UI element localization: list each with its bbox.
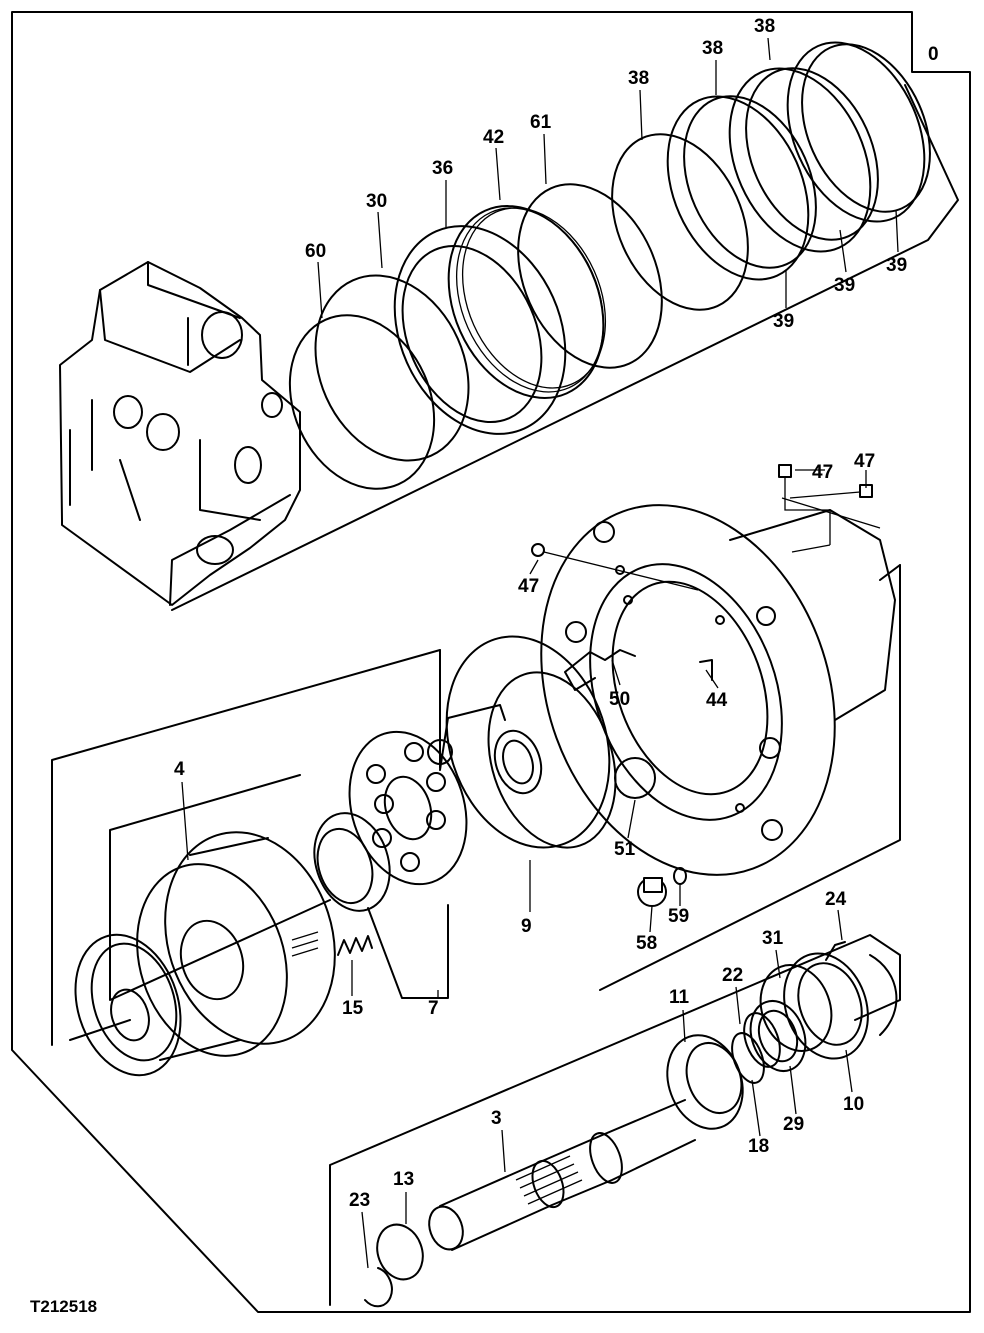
- callout-22: 22: [722, 965, 743, 986]
- figure-id: T212518: [30, 1297, 97, 1316]
- callout-61: 61: [530, 112, 552, 133]
- callout-47-3: 47: [518, 576, 539, 597]
- callout-30: 30: [366, 191, 387, 212]
- retainer-group-bracket: [367, 904, 449, 999]
- callout-13: 13: [393, 1169, 414, 1190]
- callout-47-1: 47: [812, 462, 833, 483]
- bearing-11: [666, 1034, 744, 1130]
- callout-38-2: 38: [702, 38, 723, 59]
- ring-60: [288, 314, 436, 490]
- bolt-47-left: [531, 543, 545, 557]
- motor-housing: [59, 261, 301, 606]
- callout-39-1: 39: [773, 311, 794, 332]
- spacer-18: [731, 1032, 765, 1084]
- bolt-leader-lines: [543, 477, 861, 591]
- plug-58: [637, 877, 667, 907]
- callout-3: 3: [491, 1108, 502, 1129]
- spring-plate-42: [447, 205, 607, 399]
- callout-18: 18: [748, 1136, 769, 1157]
- callout-29: 29: [783, 1114, 804, 1135]
- callout-11: 11: [669, 987, 690, 1008]
- o-ring-31: [759, 964, 833, 1052]
- callout-4: 4: [174, 759, 185, 780]
- pin-24: [825, 941, 846, 961]
- ring-group-bracket: [171, 84, 959, 611]
- callout-9: 9: [521, 916, 532, 937]
- callout-42: 42: [483, 127, 504, 148]
- callout-23: 23: [349, 1190, 370, 1211]
- valve-plate-9: [427, 635, 617, 849]
- retainer-plate-7: [348, 730, 468, 886]
- collar-13: [376, 1223, 424, 1281]
- snap-ring-24: [869, 954, 898, 1036]
- callout-59: 59: [668, 906, 689, 927]
- o-ring-59: [673, 867, 687, 885]
- bolt-47-top: [778, 464, 792, 478]
- callout-36: 36: [432, 158, 453, 179]
- callout-60: 60: [305, 241, 326, 262]
- cylinder-group-bracket: [51, 649, 441, 1046]
- callout-15: 15: [342, 998, 364, 1019]
- callout-24: 24: [825, 889, 847, 910]
- shaft-3: [428, 1099, 696, 1251]
- ring-30: [314, 274, 470, 462]
- ring-36: [393, 225, 567, 435]
- callout-7: 7: [428, 998, 439, 1019]
- callout-group-0: 0: [928, 44, 939, 65]
- callout-51: 51: [614, 839, 636, 860]
- callout-39-2: 39: [834, 275, 855, 296]
- motor-casing-flange: [540, 497, 901, 876]
- ring-38-39-stack: [611, 41, 931, 311]
- casing-group-bracket: [439, 564, 901, 991]
- callout-38-3: 38: [754, 16, 775, 37]
- ball-51: [614, 757, 656, 799]
- leader-lines: [181, 37, 899, 1269]
- callout-47-2: 47: [854, 451, 875, 472]
- callout-50: 50: [609, 689, 630, 710]
- ball-guide: [313, 812, 391, 912]
- pin-44: [699, 659, 713, 681]
- callout-44: 44: [706, 690, 728, 711]
- shaft-group-bracket: [329, 934, 901, 1306]
- callout-10: 10: [843, 1094, 864, 1115]
- callout-38-1: 38: [628, 68, 649, 89]
- snap-ring-23: [364, 1267, 393, 1308]
- cylinder-block-4: [136, 831, 336, 1061]
- callout-31: 31: [762, 928, 784, 949]
- seal-cover-10: [783, 952, 869, 1060]
- ring-61: [517, 183, 663, 369]
- callout-39-3: 39: [886, 255, 907, 276]
- port-plate: [69, 933, 182, 1077]
- spring-15: [337, 935, 373, 956]
- callout-58: 58: [636, 933, 657, 954]
- diagram-border: [11, 11, 971, 1313]
- relief-plug-50: [564, 649, 636, 691]
- ring-22: [743, 1012, 781, 1068]
